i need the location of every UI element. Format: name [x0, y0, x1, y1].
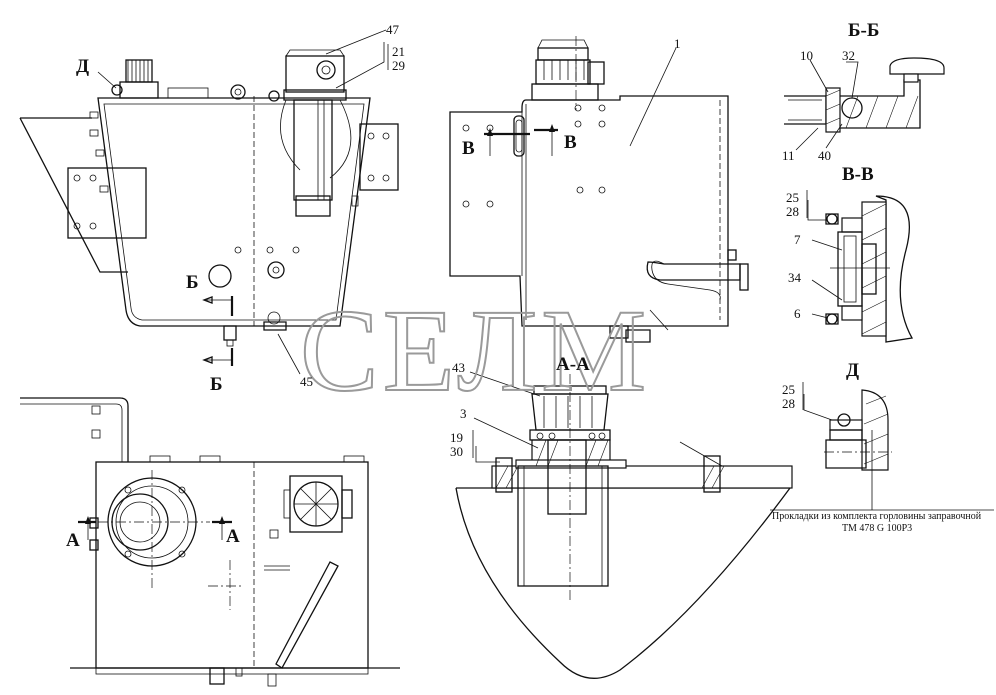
view-marker-b-left: Б	[186, 272, 199, 293]
callout-43: 43	[452, 360, 465, 375]
callout-28a: 28	[786, 204, 799, 219]
section-title-aa: А-А	[556, 354, 590, 375]
gasket-note-line2: ТМ 478 G 100Р3	[842, 523, 912, 534]
callout-25a: 25	[786, 190, 799, 205]
callout-29: 29	[392, 58, 405, 73]
callout-6: 6	[794, 306, 801, 321]
front-view	[19, 29, 399, 375]
section-bb	[784, 57, 945, 151]
section-title-d: Д	[846, 360, 859, 381]
side-view	[449, 36, 749, 343]
section-d	[803, 389, 892, 510]
callout-11: 11	[782, 148, 795, 163]
callout-30: 30	[450, 444, 463, 459]
callout-32: 32	[842, 48, 855, 63]
section-aa	[455, 371, 793, 679]
callout-10: 10	[800, 48, 813, 63]
view-marker-d: Д	[76, 56, 89, 77]
view-marker-a-left: А	[66, 530, 80, 551]
gasket-note-line1: Прокладки из комплекта горловины заправо…	[772, 511, 982, 522]
watermark: СЕЛМ	[300, 285, 650, 416]
view-marker-v-right: В	[564, 132, 577, 153]
top-view	[20, 397, 400, 687]
view-marker-b-bottom: Б	[210, 374, 223, 395]
callout-34: 34	[788, 270, 802, 285]
callout-19: 19	[450, 430, 463, 445]
callout-47: 47	[386, 22, 400, 37]
callout-1: 1	[674, 36, 681, 51]
section-title-bb: Б-Б	[848, 20, 879, 41]
callout-7: 7	[794, 232, 801, 247]
view-marker-a-right: А	[226, 526, 240, 547]
section-vv	[807, 195, 914, 343]
callout-28b: 28	[782, 396, 795, 411]
callout-45: 45	[300, 374, 313, 389]
section-title-vv: В-В	[842, 164, 874, 185]
view-marker-v-left: В	[462, 138, 475, 159]
callout-3: 3	[460, 406, 467, 421]
callout-21: 21	[392, 44, 405, 59]
callout-25b: 25	[782, 382, 795, 397]
callout-40: 40	[818, 148, 831, 163]
